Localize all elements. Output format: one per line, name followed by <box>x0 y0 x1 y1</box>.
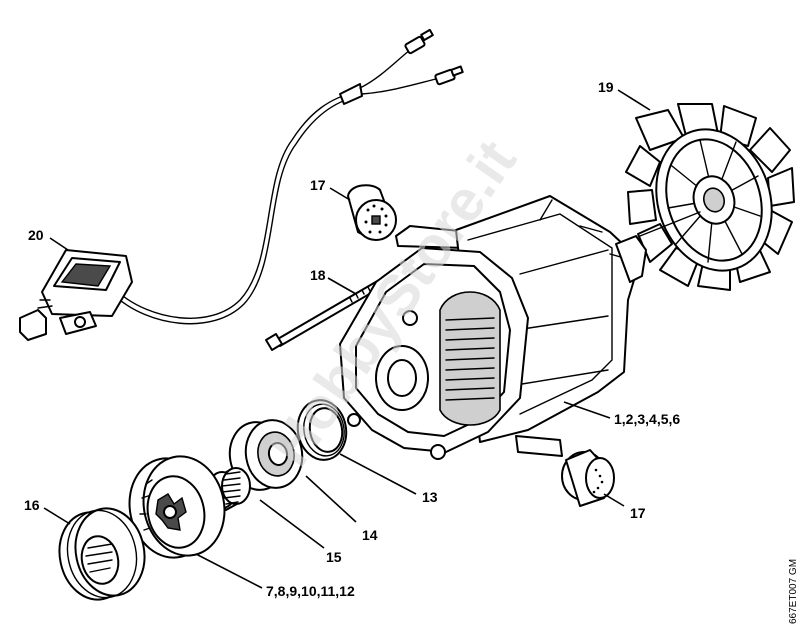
callout-labels: 20 17 18 19 16 15 14 13 17 1,2,3,4,5,6 7… <box>24 79 680 599</box>
callout-13: 13 <box>422 489 438 505</box>
part-19-cooling-fan <box>625 103 795 291</box>
callout-19: 19 <box>598 79 614 95</box>
callout-16: 16 <box>24 497 40 513</box>
part-7-12-clutch-drum <box>128 455 226 559</box>
callout-14: 14 <box>362 527 378 543</box>
part-17-top-brush-holder <box>347 184 397 241</box>
callout-17-top: 17 <box>310 177 326 193</box>
callout-17-bottom: 17 <box>630 505 646 521</box>
leader-lines <box>43 89 651 589</box>
callout-18: 18 <box>310 267 326 283</box>
callout-7-12: 7,8,9,10,11,12 <box>266 583 355 599</box>
callout-1-6: 1,2,3,4,5,6 <box>614 411 680 427</box>
part-17-bottom-brush-holder <box>561 449 615 507</box>
part-16-pulley <box>58 507 146 601</box>
part-1-6-motor-housing <box>339 195 647 460</box>
callout-15: 15 <box>326 549 342 565</box>
drawing-code: 667ET007 GM <box>788 559 799 624</box>
part-20-switch-with-cable <box>19 28 464 341</box>
part-13-ring <box>296 399 348 461</box>
stator-windings <box>439 291 501 426</box>
callout-20: 20 <box>28 227 44 243</box>
